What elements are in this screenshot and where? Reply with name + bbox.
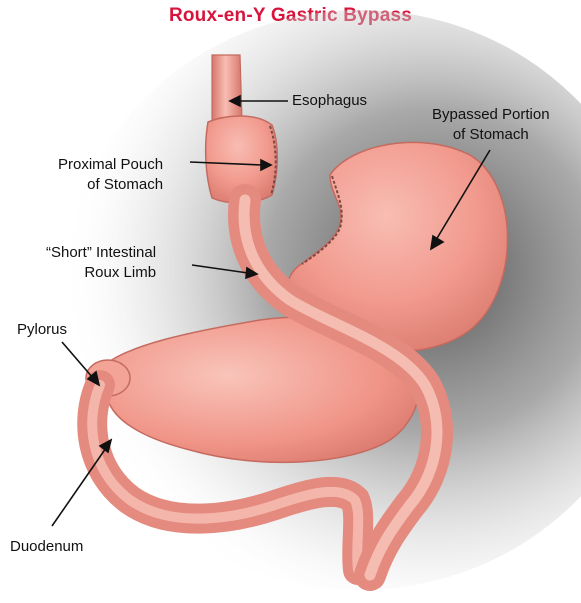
- esophagus-text: Esophagus: [292, 91, 367, 111]
- label-duodenum: Duodenum: [10, 537, 83, 557]
- pouch-line-2: of Stomach: [58, 175, 163, 195]
- label-proximal-pouch: Proximal Pouch of Stomach: [58, 155, 163, 195]
- label-esophagus: Esophagus: [292, 91, 367, 111]
- pouch-line-1: Proximal Pouch: [58, 155, 163, 175]
- duodenum-text: Duodenum: [10, 537, 83, 557]
- bypassed-line-1: Bypassed Portion: [432, 105, 550, 125]
- esophagus-shape: [212, 55, 242, 125]
- roux-line-2: Roux Limb: [46, 263, 156, 283]
- roux-line-1: “Short” Intestinal: [46, 243, 156, 263]
- label-roux-limb: “Short” Intestinal Roux Limb: [46, 243, 156, 283]
- label-bypassed-stomach: Bypassed Portion of Stomach: [432, 105, 550, 145]
- label-pylorus: Pylorus: [17, 320, 67, 340]
- pylorus-text: Pylorus: [17, 320, 67, 340]
- bypassed-line-2: of Stomach: [432, 125, 550, 145]
